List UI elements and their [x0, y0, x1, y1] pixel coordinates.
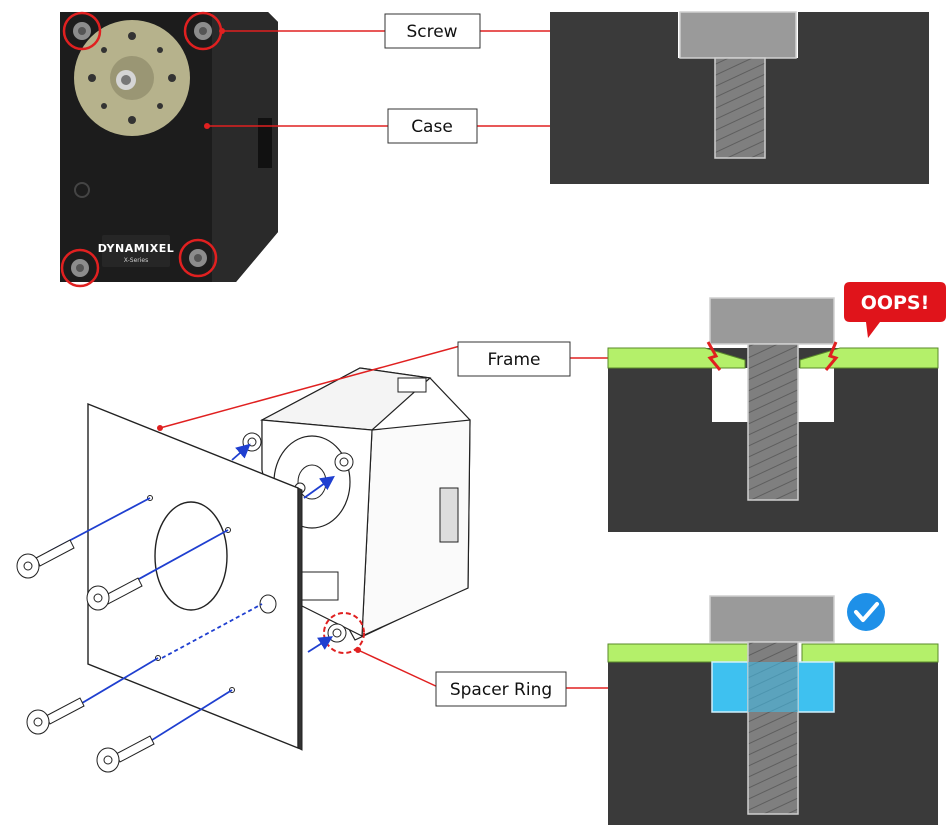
exploded-assembly: [16, 367, 471, 773]
frame-left-bent: [607, 347, 746, 369]
brand-badge: [102, 235, 170, 267]
cross-section-screw-case: [550, 11, 929, 184]
loose-screw: [86, 577, 143, 611]
svg-text:Spacer Ring: Spacer Ring: [450, 680, 552, 700]
screw-highlight-circle: [178, 238, 218, 278]
svg-text:OOPS!: OOPS!: [861, 292, 930, 314]
label-screw: Screw: [384, 13, 481, 49]
label-case: Case: [387, 108, 478, 144]
check-icon: [847, 593, 885, 631]
frame-right-bent: [799, 347, 939, 369]
screw-head: [679, 11, 797, 59]
screw-head: [709, 297, 835, 345]
screw-thread: [714, 57, 766, 159]
loose-screw: [26, 697, 85, 735]
label-spacer-ring: Spacer Ring: [435, 671, 567, 707]
brand-name: DYNAMIXEL: [98, 242, 175, 255]
loose-screw: [16, 539, 75, 579]
crack-icon: [824, 341, 839, 371]
spacer-highlight-circle: [323, 612, 365, 654]
oops-callout: OOPS!: [844, 282, 946, 338]
frame-right: [801, 643, 939, 663]
screw-highlight-circle: [60, 248, 100, 288]
frame-left: [607, 643, 749, 663]
loose-screw: [96, 735, 155, 773]
screw-highlight-circle: [62, 11, 102, 51]
screw-head: [709, 595, 835, 643]
screw-thread: [747, 343, 799, 501]
cross-section-incorrect: [607, 297, 939, 532]
series-name: X-Series: [124, 257, 148, 264]
servo-photo: DYNAMIXEL X-Series: [60, 11, 278, 288]
svg-text:Case: Case: [411, 117, 453, 137]
cross-section-correct: [607, 595, 939, 825]
crack-icon: [706, 341, 722, 371]
label-frame: Frame: [457, 341, 571, 377]
svg-text:Frame: Frame: [488, 350, 541, 370]
svg-text:Screw: Screw: [406, 22, 457, 42]
